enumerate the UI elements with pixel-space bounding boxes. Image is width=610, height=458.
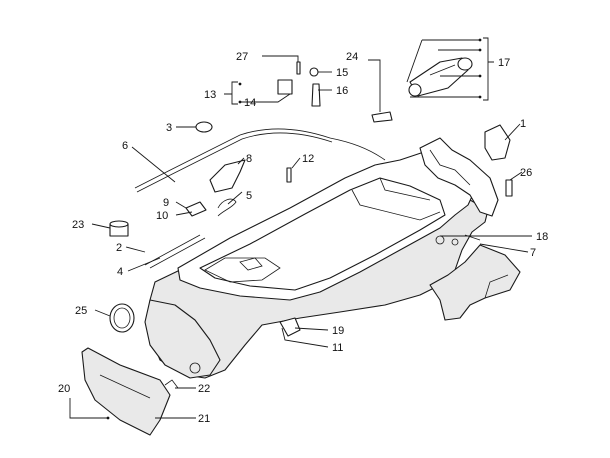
- callout-22: 22: [198, 383, 210, 395]
- leader-lines: [91, 55, 532, 419]
- callout-2: 2: [116, 242, 122, 254]
- callout-23: 23: [72, 219, 84, 231]
- part-12-screw: [286, 167, 292, 183]
- callout-24: 24: [346, 51, 358, 63]
- part-27-pin: [296, 61, 301, 75]
- part-1-latch: [484, 124, 511, 161]
- part-19-bumper: [279, 317, 301, 337]
- lock-assembly: [277, 57, 473, 107]
- callout-26: 26: [520, 167, 532, 179]
- callout-20: 20: [58, 383, 70, 395]
- part-5-spring: [217, 198, 237, 217]
- callout-11: 11: [332, 342, 343, 354]
- compartment-front-mount: [144, 299, 221, 379]
- bracket-20: [69, 398, 108, 419]
- part-14-block: [277, 79, 293, 95]
- callout-12: 12: [302, 153, 314, 165]
- part-10-clip: [185, 201, 207, 217]
- callout-17: 17: [498, 57, 510, 69]
- callout-21: 21: [198, 413, 210, 425]
- seal-strip: [134, 128, 386, 189]
- small-parts: [81, 111, 513, 436]
- callout-4: 4: [117, 266, 123, 278]
- callout-1: 1: [520, 118, 526, 130]
- part-20-plate: [81, 347, 171, 436]
- callout-19: 19: [332, 325, 344, 337]
- callout-8: 8: [246, 153, 252, 165]
- callout-9: 9: [163, 197, 169, 209]
- part-8-bracket: [209, 159, 246, 193]
- compartment-rear-mount: [429, 244, 521, 321]
- callout-14: 14: [244, 97, 256, 109]
- compartment-floor: [199, 177, 446, 291]
- callout-15: 15: [336, 67, 348, 79]
- callout-25: 25: [75, 305, 87, 317]
- part-16-bolt: [311, 83, 321, 107]
- callout-7: 7: [530, 247, 536, 259]
- callout-6: 6: [122, 140, 128, 152]
- bracket-17: [483, 37, 494, 101]
- part-3-cap: [195, 121, 213, 133]
- part-22-clip: [164, 379, 179, 389]
- callout-3: 3: [166, 122, 172, 134]
- callout-5: 5: [246, 190, 252, 202]
- callout-27: 27: [236, 51, 248, 63]
- part-24-tag: [371, 111, 393, 123]
- bracket-13: [224, 81, 238, 105]
- callout-10: 10: [156, 210, 168, 222]
- callout-18: 18: [536, 231, 548, 243]
- part-26-screw: [505, 179, 513, 197]
- callout-16: 16: [336, 85, 348, 97]
- callout-labels: 1 2 3 4 5 6 7 8 9 10 11 12 13 14 15 16 1…: [58, 51, 548, 425]
- part-15-nut: [309, 67, 319, 77]
- storage-compartment: [144, 137, 521, 379]
- callout-13: 13: [204, 89, 216, 101]
- compartment-hinge-bracket: [419, 137, 499, 217]
